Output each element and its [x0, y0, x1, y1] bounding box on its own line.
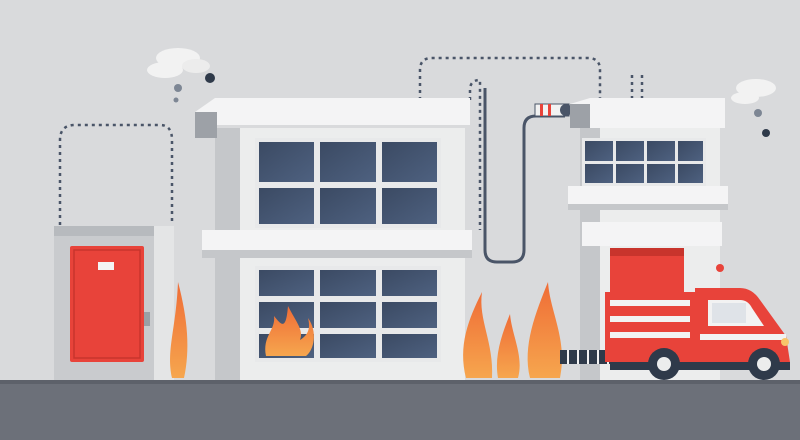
window-fire	[265, 306, 314, 356]
fire-truck	[560, 288, 790, 380]
electrical-cabinet	[54, 226, 174, 382]
ground	[0, 380, 800, 440]
hanging-cables	[58, 56, 644, 230]
cabinet-door	[70, 246, 144, 362]
smoke-cloud-right	[731, 79, 776, 137]
cable-loop	[483, 88, 565, 264]
connector	[534, 103, 572, 117]
ground-flames	[170, 282, 563, 378]
main-building	[195, 98, 472, 382]
door-handle	[98, 262, 114, 270]
smoke-cloud-left	[147, 48, 215, 103]
